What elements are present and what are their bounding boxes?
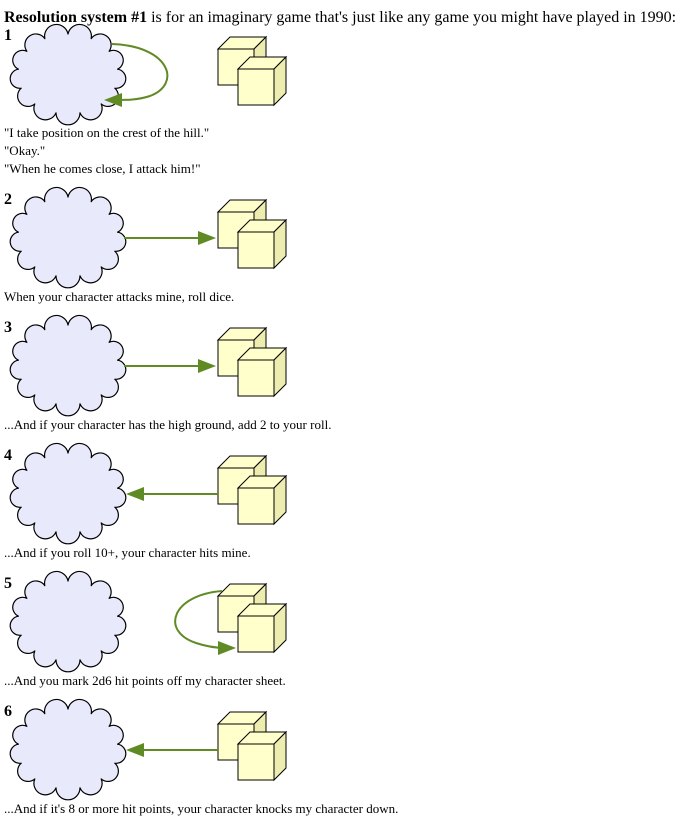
step-1-caption-line-2: "Okay." — [4, 143, 46, 158]
step-3-diagram — [0, 314, 330, 425]
die-front-icon — [236, 218, 288, 270]
player-cloud-icon — [9, 698, 127, 801]
step-4-number: 4 — [4, 447, 12, 464]
die-front-icon — [236, 730, 288, 782]
player-cloud-icon — [9, 570, 127, 673]
flow-arrow-icon — [174, 590, 236, 655]
step-1-number: 1 — [4, 27, 12, 44]
die-front-icon — [236, 346, 288, 398]
dice-icon — [216, 326, 288, 398]
flow-arrow-icon — [126, 743, 218, 757]
flow-arrow-icon — [124, 359, 216, 373]
flow-arrow-icon — [124, 231, 216, 245]
step-4-caption: ...And if you roll 10+, your character h… — [4, 545, 251, 560]
dice-icon — [216, 582, 288, 654]
dice-icon — [216, 198, 288, 270]
step-2-diagram — [0, 186, 330, 297]
player-cloud-icon — [9, 442, 127, 545]
arrowhead-icon — [104, 93, 122, 107]
intro-text: is for an imaginary game that's just lik… — [147, 9, 677, 26]
arrowhead-icon — [126, 487, 144, 501]
intro-title: Resolution system #1 — [4, 9, 148, 26]
dice-icon — [216, 454, 288, 526]
step-2-caption: When your character attacks mine, roll d… — [4, 289, 235, 304]
step-1-diagram — [0, 23, 330, 134]
intro-paragraph: Resolution system #1 is for an imaginary… — [4, 9, 683, 27]
step-3-number: 3 — [4, 319, 12, 336]
player-cloud-icon — [9, 23, 127, 126]
step-5-diagram — [0, 570, 330, 681]
arrowhead-icon — [218, 641, 236, 655]
player-cloud-icon — [9, 186, 127, 289]
die-front-icon — [236, 474, 288, 526]
step-1-caption-line-1: "I take position on the crest of the hil… — [4, 125, 210, 140]
player-cloud-icon — [9, 314, 127, 417]
step-2-number: 2 — [4, 191, 12, 208]
step-3-caption: ...And if your character has the high gr… — [4, 417, 332, 432]
step-6-caption: ...And if it's 8 or more hit points, you… — [4, 801, 399, 816]
arrowhead-icon — [198, 231, 216, 245]
step-4-diagram — [0, 442, 330, 553]
arrowhead-icon — [198, 359, 216, 373]
step-6-number: 6 — [4, 703, 12, 720]
die-front-icon — [236, 55, 288, 107]
step-5-number: 5 — [4, 575, 12, 592]
step-6-diagram — [0, 698, 330, 809]
flow-arrow-icon — [126, 487, 218, 501]
dice-icon — [216, 710, 288, 782]
dice-icon — [216, 35, 288, 107]
step-1-caption-line-3: "When he comes close, I attack him!" — [4, 161, 201, 176]
arrowhead-icon — [126, 743, 144, 757]
die-front-icon — [236, 602, 288, 654]
step-5-caption: ...And you mark 2d6 hit points off my ch… — [4, 673, 286, 688]
flow-arrow-icon — [104, 43, 169, 107]
